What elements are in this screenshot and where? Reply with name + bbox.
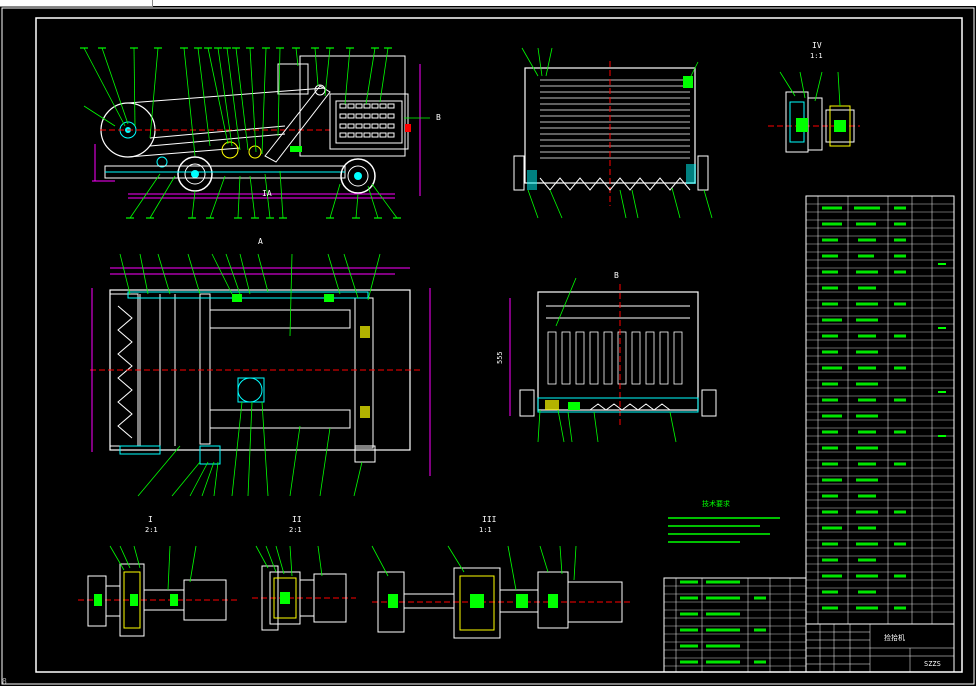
lower-parts-list bbox=[663, 577, 807, 673]
outer-frame bbox=[1, 7, 975, 685]
side-view bbox=[80, 47, 430, 219]
label-detail-i-scale: 2:1 bbox=[145, 526, 158, 534]
label-section-ia: IA bbox=[262, 189, 272, 198]
window-title-box bbox=[0, 0, 153, 7]
detail-iii bbox=[371, 545, 630, 639]
label-dim-555: 555 bbox=[496, 351, 504, 364]
label-detail-iii-scale: 1:1 bbox=[479, 526, 492, 534]
corner-text: 8 bbox=[2, 677, 7, 686]
label-detail-i: I bbox=[148, 515, 153, 524]
label-technical-notes-title: 技术要求 bbox=[702, 499, 730, 508]
label-detail-ii: II bbox=[292, 515, 302, 524]
label-detail-iii: III bbox=[482, 515, 497, 524]
label-section-b-view: B bbox=[614, 271, 619, 280]
window-top-strip bbox=[0, 0, 976, 6]
section-b-view bbox=[509, 277, 717, 443]
title-block-name: 捡拾机 bbox=[884, 633, 905, 642]
detail-ii bbox=[252, 545, 356, 631]
detail-iv bbox=[768, 71, 860, 153]
title-block-drawing-no: SZZS bbox=[924, 660, 941, 668]
title-block bbox=[805, 623, 955, 673]
plan-view bbox=[90, 253, 431, 497]
front-view bbox=[513, 47, 713, 219]
label-detail-iv: IV bbox=[812, 41, 822, 50]
label-detail-iv-scale: 1:1 bbox=[810, 52, 823, 60]
drawing-border bbox=[35, 17, 963, 673]
technical-notes bbox=[668, 517, 780, 543]
parts-list bbox=[805, 195, 955, 625]
label-detail-ii-scale: 2:1 bbox=[289, 526, 302, 534]
cad-drawing-canvas[interactable]: B IA A IV 1:1 bbox=[0, 6, 976, 686]
label-section-a: A bbox=[258, 237, 263, 246]
label-section-b: B bbox=[436, 113, 441, 122]
detail-i bbox=[78, 545, 240, 637]
